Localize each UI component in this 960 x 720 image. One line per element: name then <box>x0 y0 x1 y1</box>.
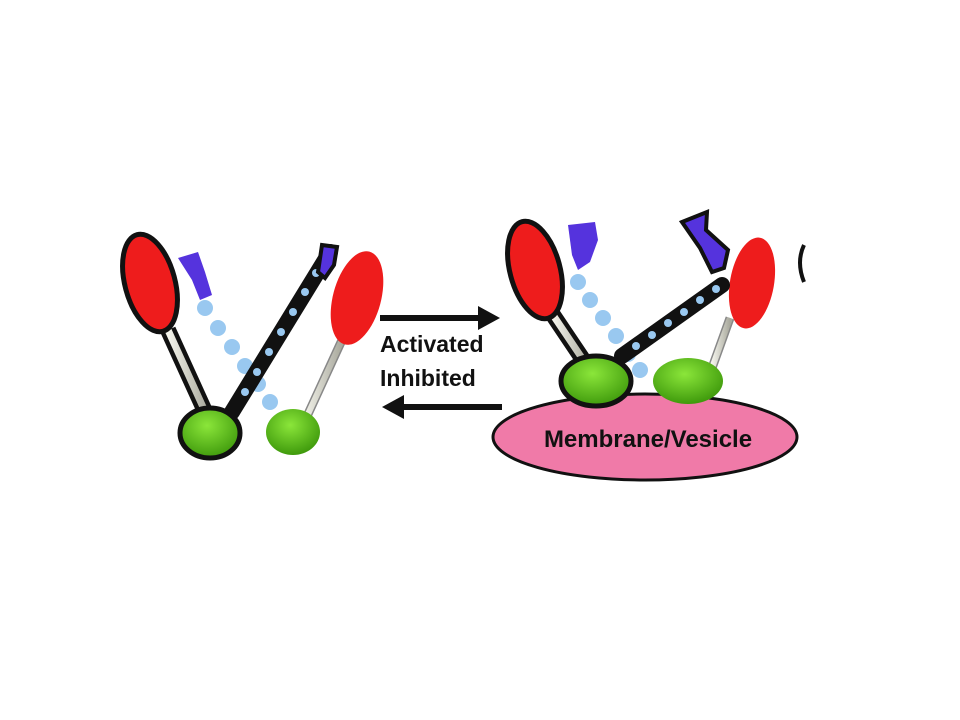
head-right-a <box>505 218 565 322</box>
equilibrium-arrows: Activated Inhibited <box>380 306 502 419</box>
dark-chain-dots-right <box>632 285 720 350</box>
arrow-reverse-head <box>382 395 404 419</box>
activated-complex: Membrane/Vesicle <box>491 208 806 482</box>
label-membrane: Membrane/Vesicle <box>544 426 752 453</box>
head-left-b <box>330 251 384 345</box>
label-activated: Activated <box>380 331 484 357</box>
dark-chain-dots-left <box>241 269 320 396</box>
head-right-b <box>728 237 776 329</box>
base-right-a <box>558 353 634 409</box>
linker-right-b <box>678 208 731 275</box>
base-left-a <box>177 405 243 461</box>
linker-right <box>568 222 598 270</box>
partial-shape-edge <box>798 244 806 283</box>
inhibited-complex <box>120 231 384 461</box>
base-left-b <box>266 409 320 455</box>
head-left-a <box>120 231 180 335</box>
label-inhibited: Inhibited <box>380 365 476 391</box>
arrow-forward-head <box>478 306 500 330</box>
linker-left-b <box>315 242 340 281</box>
membrane-vesicle <box>491 392 799 482</box>
linker-left <box>178 252 212 300</box>
base-right-b <box>653 358 723 404</box>
